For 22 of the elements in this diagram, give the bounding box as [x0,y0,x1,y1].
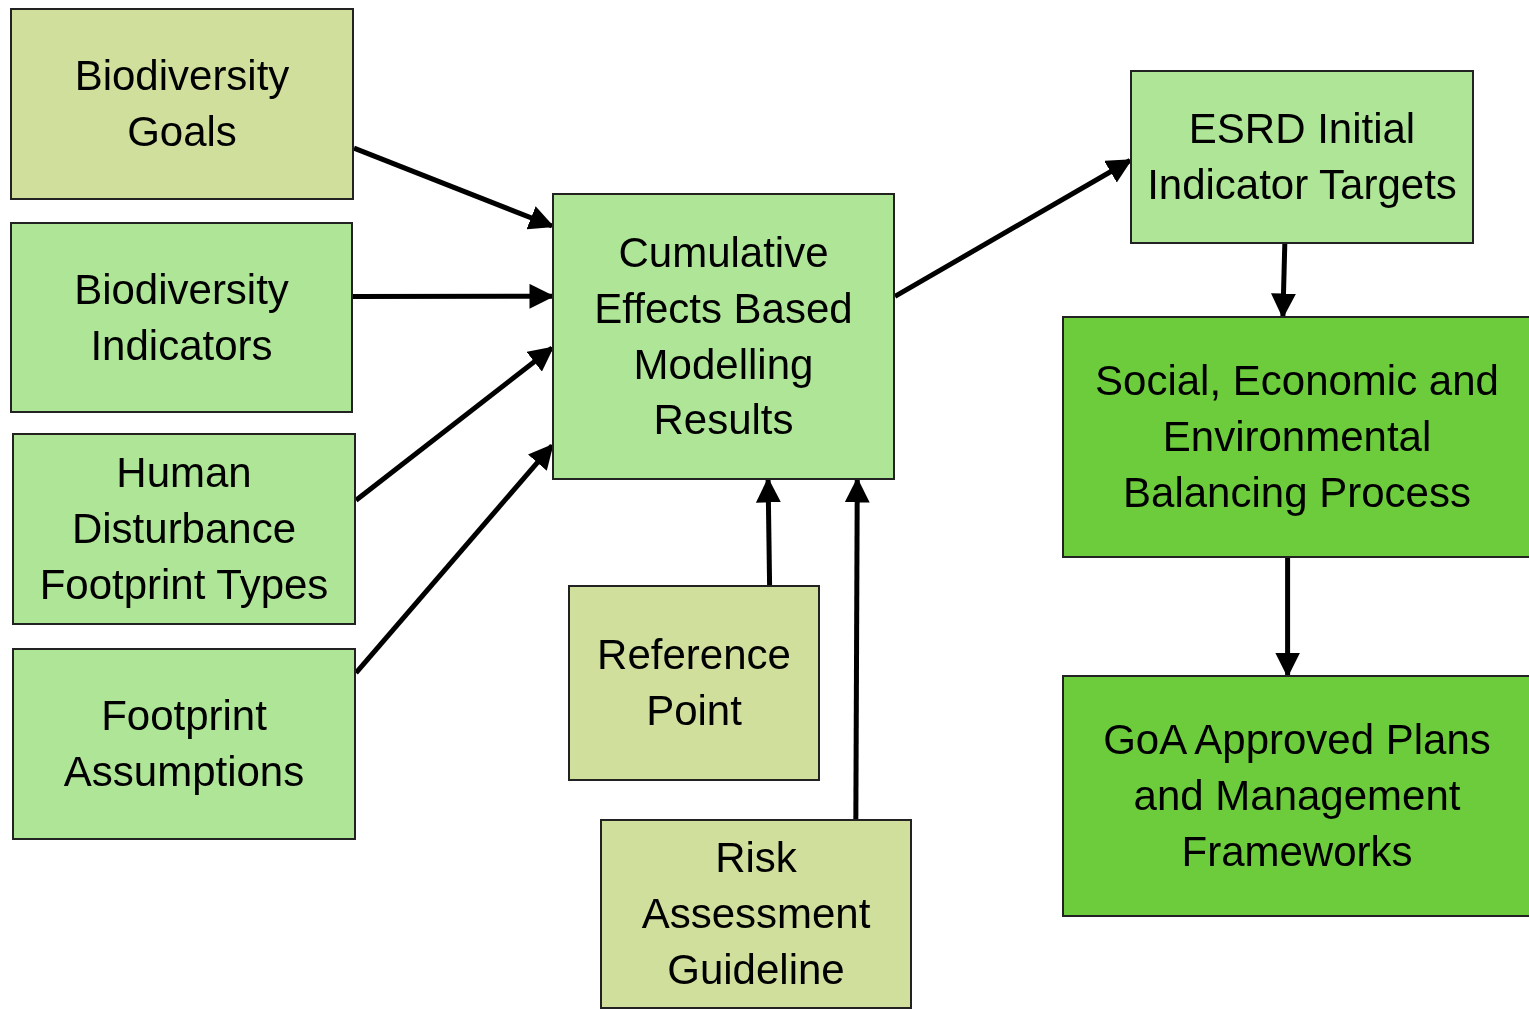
process-box [10,222,353,413]
box-label: Social, Economic and Environmental Balancing Process [1094,356,1500,518]
process-box [1130,70,1474,244]
arrow [1271,243,1296,319]
box-label: Biodiversity Goals [73,51,291,157]
box-label: Reference Point [596,630,792,736]
process-box [568,585,820,781]
process-box [1062,316,1529,558]
box-label: Risk Assessment Guideline [640,833,872,995]
process-box [552,193,895,480]
process-box [1062,675,1529,917]
process-box [600,819,912,1009]
process-box [12,433,356,625]
box-label: Human Disturbance Footprint Types [38,448,330,610]
process-box [12,648,356,840]
arrow [1275,558,1301,678]
box-label: Biodiversity Indicators [73,264,290,371]
box-label: Footprint Assumptions [62,691,306,797]
process-box [10,8,354,200]
box-label: GoA Approved Plans and Management Frameworks [1102,715,1492,877]
box-label: Cumulative Effects Based Modelling Results [593,227,854,446]
box-label: ESRD Initial Indicator Targets [1146,104,1458,210]
